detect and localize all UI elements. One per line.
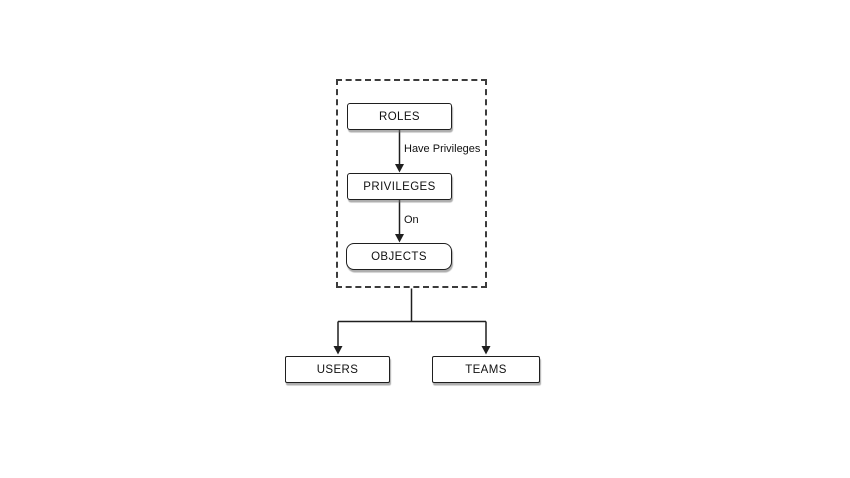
node-teams-label: TEAMS: [465, 363, 507, 376]
node-roles-label: ROLES: [379, 110, 420, 123]
node-users-label: USERS: [316, 363, 359, 376]
node-objects: OBJECTS: [346, 243, 452, 270]
edge-group-split: [338, 288, 486, 323]
edge-label-have-privileges: Have Privileges: [404, 143, 481, 155]
node-roles: ROLES: [347, 103, 452, 130]
node-teams: TEAMS: [432, 356, 540, 383]
edge-group-to-teams: [481, 321, 491, 355]
node-privileges: PRIVILEGES: [347, 173, 452, 200]
roles-privileges-objects-group: [336, 79, 487, 288]
node-users: USERS: [285, 356, 390, 383]
node-privileges-label: PRIVILEGES: [363, 180, 436, 193]
node-objects-label: OBJECTS: [371, 250, 427, 263]
edge-group-to-users: [333, 321, 343, 355]
edge-label-on: On: [404, 214, 419, 226]
